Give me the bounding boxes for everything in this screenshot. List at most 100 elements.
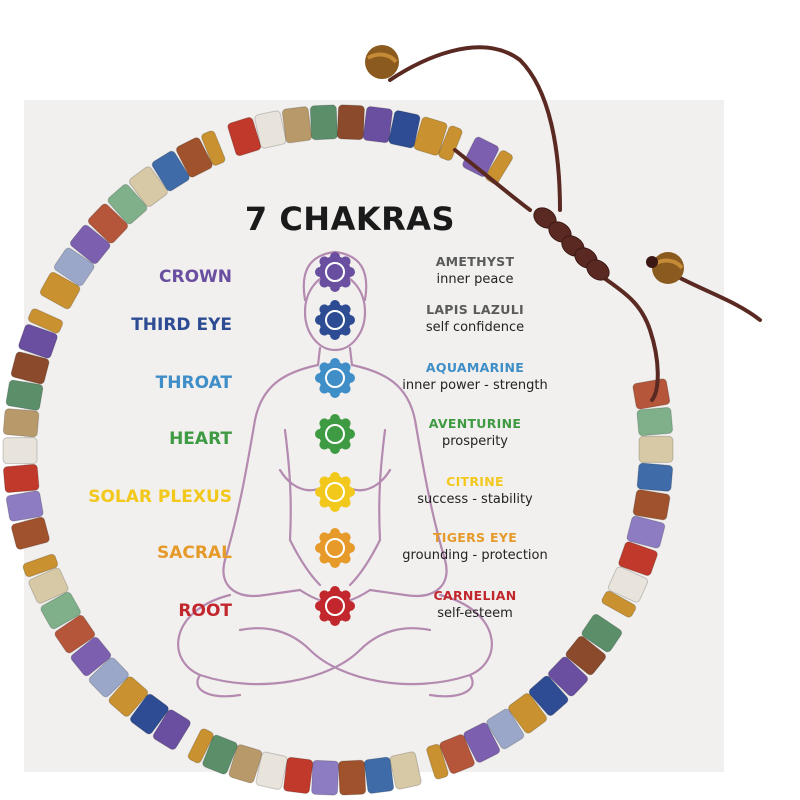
tiger-eye-bead-icon: [365, 45, 684, 284]
bead: [22, 553, 59, 578]
bead: [107, 183, 148, 225]
stone-name: AVENTURINE: [428, 416, 522, 431]
bead: [336, 104, 365, 141]
bead: [413, 116, 448, 156]
bead: [5, 490, 44, 522]
chakra-symbol-icon: [315, 414, 355, 454]
bead: [201, 130, 226, 166]
bead: [363, 756, 395, 794]
bead: [28, 567, 69, 604]
stone-meaning: self-esteem: [437, 606, 513, 621]
chakra-symbol-icon: [315, 586, 355, 626]
bead: [151, 150, 190, 192]
bead: [636, 462, 674, 492]
chakra-name-crown: CROWN: [159, 267, 232, 287]
bead: [338, 759, 367, 796]
bead: [2, 463, 40, 494]
bead: [309, 104, 338, 141]
bead: [87, 203, 129, 244]
bead: [388, 110, 421, 149]
chakra-symbols: [315, 252, 355, 626]
stone-meaning: grounding - protection: [402, 548, 548, 563]
bead: [632, 489, 671, 521]
bead: [129, 693, 169, 735]
bead: [462, 136, 499, 177]
chakra-name-third-eye: THIRD EYE: [131, 315, 232, 335]
chakra-symbol-icon: [315, 300, 355, 340]
bead: [187, 728, 214, 764]
bead: [10, 351, 50, 385]
stone-meaning: prosperity: [441, 434, 509, 449]
chakra-symbol-icon: [315, 472, 355, 512]
bead: [311, 759, 340, 796]
chakra-symbol-icon: [315, 358, 355, 398]
stone-meaning: inner peace: [436, 272, 514, 287]
stone-meaning: success - stability: [417, 492, 533, 507]
bead: [227, 116, 262, 157]
stone-name: AQUAMARINE: [425, 360, 525, 375]
knot-icon: [533, 207, 610, 281]
bead: [281, 106, 313, 144]
bead: [128, 166, 168, 207]
bead: [53, 247, 95, 287]
chakra-name-throat: THROAT: [155, 373, 232, 393]
bead: [486, 708, 525, 750]
bead: [389, 751, 422, 790]
chakra-symbol-icon: [315, 528, 355, 568]
bead: [254, 110, 287, 149]
bracelet-icon: [2, 104, 674, 796]
page-title: 7 CHAKRAS: [244, 200, 456, 238]
bead: [228, 744, 263, 784]
bead: [11, 516, 50, 550]
bead: [439, 734, 475, 775]
stone-name: TIGERS EYE: [432, 530, 518, 545]
bead: [362, 106, 393, 144]
bead: [70, 636, 112, 677]
bead: [528, 675, 569, 717]
chakra-symbol-icon: [315, 252, 355, 292]
bead: [638, 435, 674, 463]
bead: [618, 541, 658, 576]
bead: [18, 324, 58, 359]
bead: [438, 125, 463, 161]
bead: [175, 137, 213, 178]
bead: [40, 591, 81, 630]
meditating-figure-icon: [177, 250, 493, 698]
chakra-name-heart: HEART: [169, 429, 232, 449]
stone-meaning: self confidence: [425, 320, 525, 335]
bead: [2, 437, 38, 465]
bead: [485, 150, 513, 185]
stone-meaning: inner power - strength: [402, 378, 548, 393]
bead: [202, 734, 238, 775]
chakra-name-solar-plexus: SOLAR PLEXUS: [88, 487, 232, 507]
chakra-name-root: ROOT: [178, 601, 232, 621]
bead: [88, 657, 129, 698]
stone-name: LAPIS LAZULI: [426, 302, 524, 317]
bead: [565, 635, 607, 676]
stone-name: CARNELIAN: [433, 588, 517, 603]
bead: [508, 693, 548, 734]
bead: [152, 709, 191, 750]
bead: [39, 271, 81, 310]
bead: [27, 308, 64, 334]
bead: [626, 515, 666, 549]
bead: [607, 566, 649, 603]
bead: [283, 756, 314, 794]
bead: [255, 751, 288, 790]
stone-name: CITRINE: [446, 474, 504, 489]
bead: [636, 406, 674, 437]
bead: [581, 613, 623, 653]
bead: [426, 743, 449, 780]
bead: [632, 378, 671, 410]
stone-name: AMETHYST: [435, 254, 515, 269]
bead: [54, 614, 96, 654]
bead: [69, 224, 111, 265]
chakra-name-sacral: SACRAL: [157, 543, 232, 563]
bead: [108, 676, 149, 717]
bead: [547, 656, 589, 697]
bead: [601, 590, 637, 618]
bead: [5, 379, 44, 411]
bead: [2, 408, 40, 438]
bead: [463, 722, 501, 763]
